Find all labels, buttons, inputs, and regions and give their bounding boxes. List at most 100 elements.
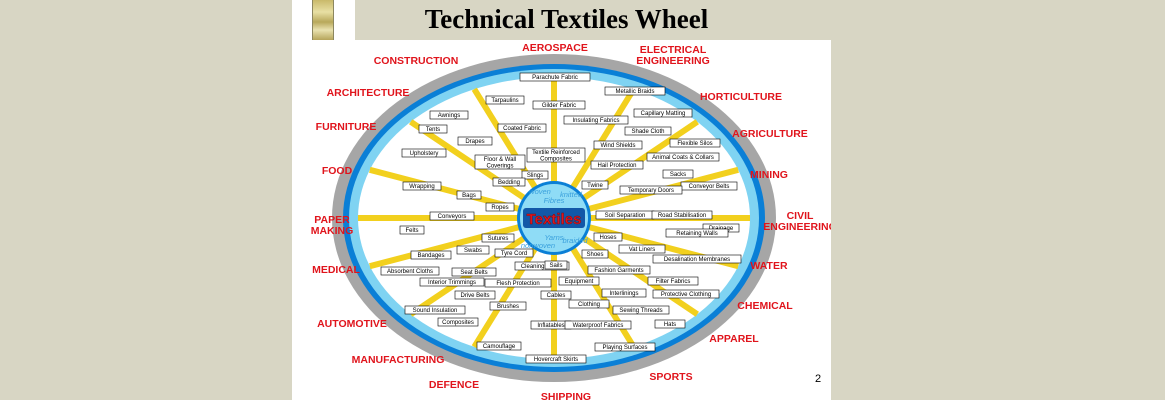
product-box-border [521,170,549,180]
industry-label: AUTOMOTIVE [317,318,387,330]
hub-knitted: knitted [560,190,583,199]
product-label: Hoses [599,235,616,241]
product-box-border [419,277,485,287]
product-label: Conveyor Belts [689,184,730,190]
product-label: Felts [405,228,418,234]
product-box-border [532,100,586,110]
product-box: Shade Cloth [624,126,672,136]
product-label: Brushes [497,304,519,310]
product-label: Interior Trimmings [428,280,476,286]
product-label: Drive Belts [460,293,489,299]
product-label: Twine [587,183,603,189]
product-box-border [484,278,552,288]
hub-title: Textiles [527,211,582,228]
product-label: Retaining Walls [676,231,717,237]
product-label: Wrapping [409,184,435,190]
product-box-border [526,147,586,163]
product-box-border [404,305,466,315]
product-box-border [594,342,656,352]
product-box-border [568,299,610,309]
product-box: Conveyors [429,211,475,221]
industry-label: FOOD [322,165,353,177]
product-box: Hats [654,319,686,329]
product-label: Animal Coats & Collars [652,155,714,161]
product-box-border [593,232,623,242]
product-box: Playing Surfaces [594,342,656,352]
product-label: Bedding [498,180,520,186]
product-box-border [604,86,666,96]
product-box-border [652,289,720,299]
product-box-border [492,177,526,187]
product-box: Temporary Doors [619,185,683,195]
product-box-border [525,354,587,364]
product-label: Bags [462,193,476,199]
product-label: Metallic Braids [615,89,654,95]
product-box-border [457,136,493,146]
product-box: Wrapping [402,181,442,191]
product-box: Camouflage [476,341,522,351]
product-box-border [558,276,600,286]
product-box-border [429,211,475,221]
product-label: Ropes [491,205,508,211]
product-box: Shoes [581,249,609,259]
product-box: Interlinings [601,288,647,298]
industry-label: MINING [750,169,788,181]
product-label: Protective Clothing [661,292,711,298]
product-box-border [474,154,526,170]
industry-label: AEROSPACE [522,42,588,54]
product-box-border [612,305,670,315]
product-label: Coated Fabric [503,126,541,132]
product-box-border [665,228,729,238]
product-box: Filter Fabrics [647,276,699,286]
product-label: Flexible Silos [677,141,712,147]
industry-label: AGRICULTURE [732,128,808,140]
product-box: Insulating Fabrics [563,115,629,125]
product-box-border [633,108,693,118]
industry-label: MANUFACTURING [352,354,445,366]
product-box-border [481,233,515,243]
product-box: Ropes [485,202,515,212]
product-box: Drapes [457,136,493,146]
product-label: Fashion Garments [594,268,643,274]
product-label: Wind Shields [600,143,635,149]
product-box: Sewing Threads [612,305,670,315]
hub-fibres: Fibres [544,196,565,205]
product-box-border [519,72,591,82]
product-box-border [401,148,447,158]
product-box-border [485,202,515,212]
product-label: Waterproof Fabrics [573,323,624,329]
product-box-border [564,320,632,330]
product-label: Sacks [670,172,686,178]
product-box-border [451,267,497,277]
product-box-border [514,261,570,271]
product-box: Hovercraft Skirts [525,354,587,364]
product-box: Slings [521,170,549,180]
product-label: Interlinings [609,291,638,297]
product-label: Shoes [586,252,603,258]
product-box: Parachute Fabric [519,72,591,82]
hub-woven: woven [529,187,551,196]
product-label: Hovercraft Skirts [534,357,578,363]
product-label: Sound Insulation [413,308,458,314]
product-box-border [456,190,482,200]
product-box-border [476,341,522,351]
product-box: Sound Insulation [404,305,466,315]
product-label: Drapes [465,139,484,145]
product-label: Clothing [578,302,600,308]
product-box-border [494,248,534,258]
product-label: Sails [549,263,562,269]
product-label: Shade Cloth [631,129,664,135]
product-box-border [454,290,496,300]
product-box: Flesh Protection [484,278,552,288]
product-box: Flexible Silos [669,138,721,148]
product-box: Bags [456,190,482,200]
industry-label: DEFENCE [429,379,479,391]
product-label: Conveyors [438,214,467,220]
product-box-border [590,160,644,170]
product-box: Interior Trimmings [419,277,485,287]
product-label: Sutures [488,236,509,242]
industry-label: SPORTS [649,371,692,383]
